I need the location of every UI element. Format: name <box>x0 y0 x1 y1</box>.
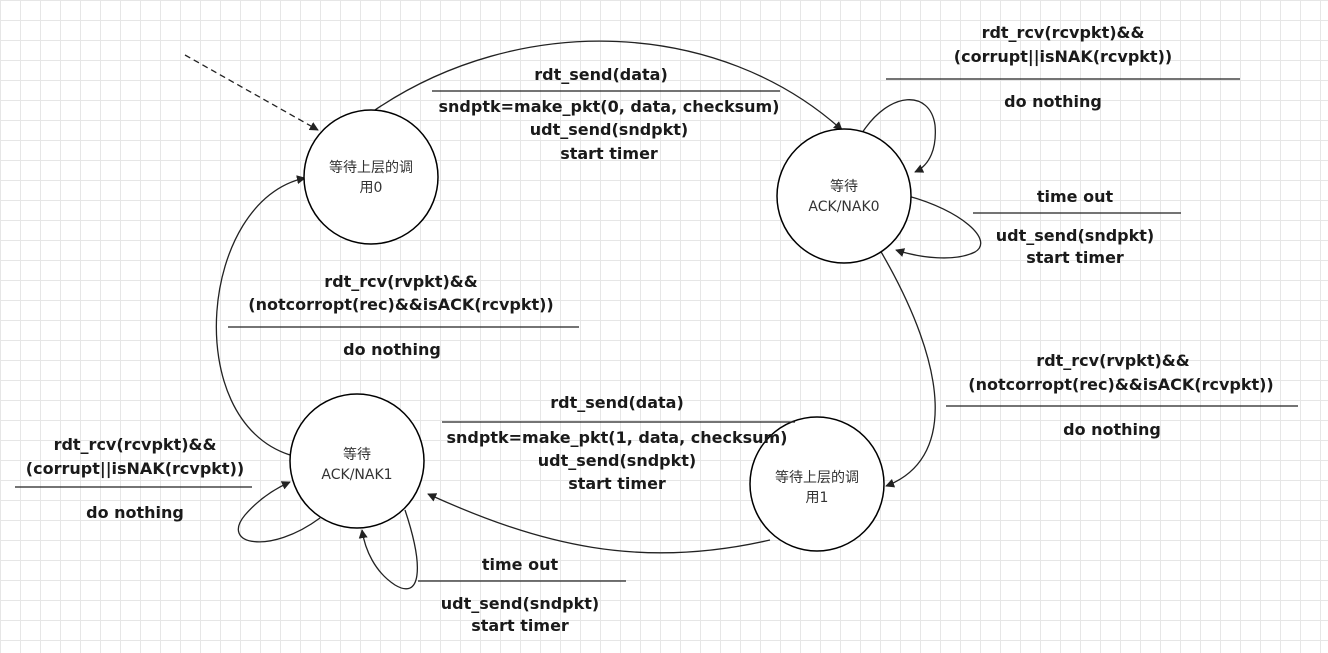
action-text: udt_send(sndpkt) <box>996 226 1154 245</box>
event-text: (corrupt||isNAK(rcvpkt)) <box>954 47 1172 67</box>
initial-state-arrow <box>184 54 319 131</box>
state-wait-call-1-line2: 用1 <box>806 490 829 506</box>
event-text: (notcorropt(rec)&&isACK(rcvpkt)) <box>968 375 1273 394</box>
label-wait-ack1-self-timeout: time out udt_send(sndpkt) start timer <box>418 555 626 635</box>
action-text: sndptk=make_pkt(1, data, checksum) <box>447 428 788 447</box>
state-wait-ack-nak-1-line2: ACK/NAK1 <box>321 467 392 483</box>
event-text: time out <box>482 555 559 574</box>
event-text: time out <box>1037 187 1114 206</box>
state-wait-call-1: 等待上层的调 用1 <box>749 416 885 552</box>
state-wait-ack-nak-1-line1: 等待 <box>343 446 371 463</box>
event-text: rdt_rcv(rvpkt)&& <box>1036 351 1189 370</box>
state-wait-ack-nak-0: 等待 ACK/NAK0 <box>776 128 912 264</box>
event-text: rdt_rcv(rcvpkt)&& <box>982 23 1145 42</box>
state-wait-call-1-line1: 等待上层的调 <box>775 469 859 486</box>
state-wait-call-0-line2: 用0 <box>360 180 383 196</box>
event-text: rdt_send(data) <box>550 393 684 412</box>
edge-wait-ack0-to-wait-call1 <box>879 249 936 488</box>
edge-wait-ack1-to-wait-call0 <box>215 175 306 456</box>
event-text: rdt_rcv(rcvpkt)&& <box>54 435 217 454</box>
event-text: rdt_rcv(rvpkt)&& <box>324 272 477 291</box>
action-text: start timer <box>560 144 658 163</box>
state-wait-call-0-line1: 等待上层的调 <box>329 159 413 176</box>
state-wait-ack-nak-1: 等待 ACK/NAK1 <box>289 393 425 529</box>
edge-wait-ack1-self-corrupt <box>237 481 321 543</box>
edge-wait-call1-to-wait-ack1 <box>427 493 771 554</box>
state-wait-ack-nak-0-line2: ACK/NAK0 <box>808 199 879 215</box>
action-text: udt_send(sndpkt) <box>441 594 599 613</box>
edge-wait-ack1-self-timeout <box>358 509 418 590</box>
event-text: rdt_send(data) <box>534 65 668 84</box>
action-text: udt_send(sndpkt) <box>538 451 696 470</box>
action-text: do nothing <box>1004 92 1102 111</box>
edge-wait-ack0-self-timeout <box>895 195 982 259</box>
action-text: start timer <box>1026 248 1124 267</box>
action-text: sndptk=make_pkt(0, data, checksum) <box>439 97 780 116</box>
action-text: do nothing <box>1063 420 1161 439</box>
label-wait-ack1-to-wait-call0: rdt_rcv(rvpkt)&& (notcorropt(rec)&&isACK… <box>228 272 579 359</box>
label-wait-ack0-self-timeout: time out udt_send(sndpkt) start timer <box>973 187 1181 267</box>
state-wait-call-0: 等待上层的调 用0 <box>303 109 439 245</box>
label-wait-call0-to-wait-ack0: rdt_send(data) sndptk=make_pkt(0, data, … <box>432 65 780 163</box>
action-text: do nothing <box>86 503 184 522</box>
label-wait-ack0-to-wait-call1: rdt_rcv(rvpkt)&& (notcorropt(rec)&&isACK… <box>946 351 1298 439</box>
edge-wait-call0-to-wait-ack0 <box>371 40 843 131</box>
label-wait-ack0-self-corrupt: rdt_rcv(rcvpkt)&& (corrupt||isNAK(rcvpkt… <box>886 23 1240 111</box>
action-text: start timer <box>471 616 569 635</box>
state-wait-ack-nak-0-line1: 等待 <box>830 178 858 195</box>
action-text: do nothing <box>343 340 441 359</box>
action-text: udt_send(sndpkt) <box>530 120 688 139</box>
label-wait-call1-to-wait-ack1: rdt_send(data) sndptk=make_pkt(1, data, … <box>442 393 795 493</box>
edge-wait-ack0-self-corrupt <box>861 99 936 173</box>
event-text: (corrupt||isNAK(rcvpkt)) <box>26 459 244 479</box>
action-text: start timer <box>568 474 666 493</box>
label-wait-ack1-self-corrupt: rdt_rcv(rcvpkt)&& (corrupt||isNAK(rcvpkt… <box>15 435 252 522</box>
event-text: (notcorropt(rec)&&isACK(rcvpkt)) <box>248 295 553 314</box>
